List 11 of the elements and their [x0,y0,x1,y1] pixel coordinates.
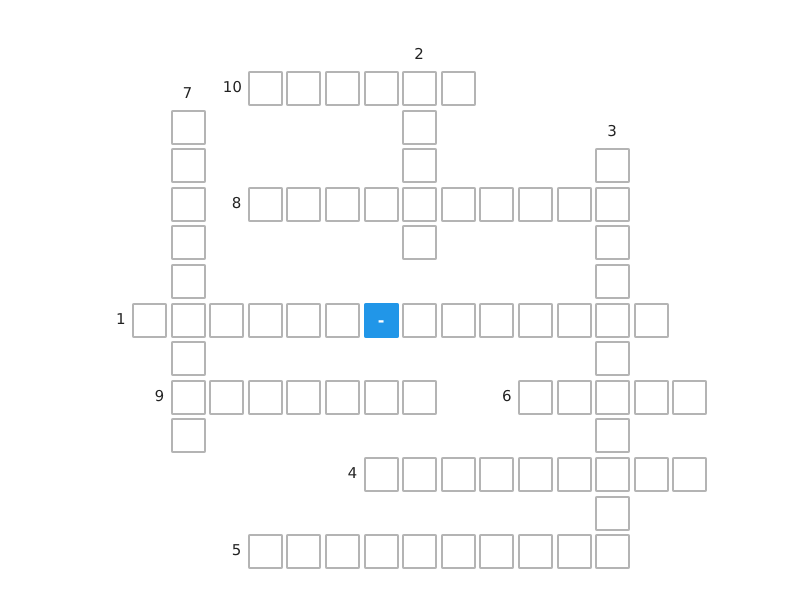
clue-number: 4 [348,464,358,482]
clue-number: 3 [607,122,617,140]
clue-number: 10 [222,78,242,96]
clue-number: 7 [182,84,192,102]
clue-number: 1 [116,310,126,328]
clue-number: 9 [154,386,164,405]
highlighted-answer-box: - [364,302,399,338]
clue-number: 6 [502,386,512,405]
clue-number: 5 [232,541,242,560]
clue-number: 2 [414,45,424,63]
clue-number: 8 [232,194,242,212]
